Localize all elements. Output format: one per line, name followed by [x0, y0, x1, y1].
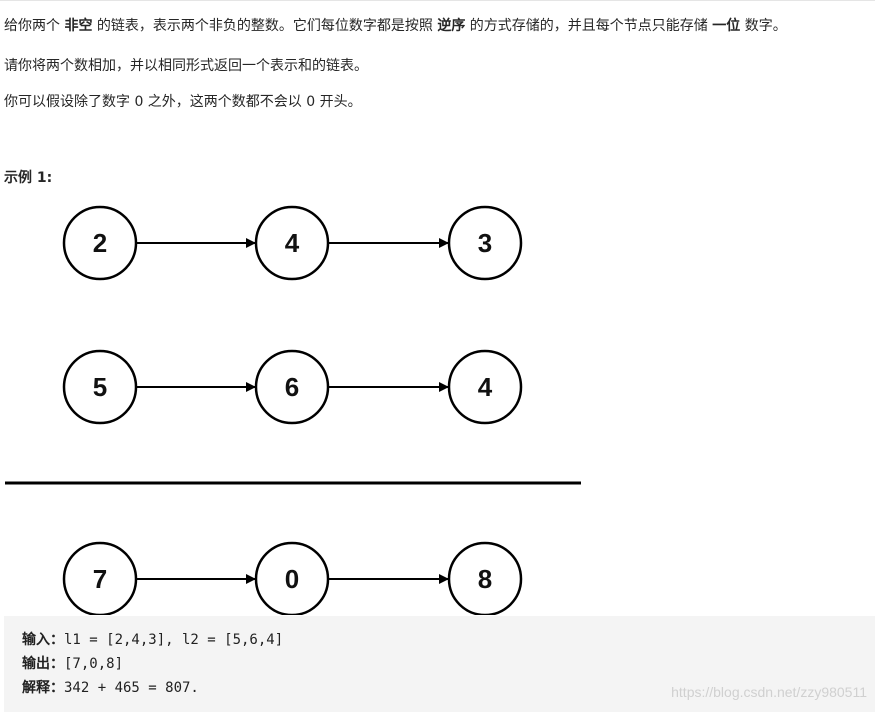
- list-node-circle: [62, 541, 138, 615]
- list-node-value: 3: [478, 228, 492, 258]
- list-node-circle: [447, 349, 523, 425]
- list-node-value: 0: [285, 564, 299, 594]
- output-value: [7,0,8]: [64, 656, 124, 672]
- explanation-value: 342 + 465 = 807.: [64, 680, 199, 696]
- bold-text: 逆序: [437, 18, 466, 34]
- output-label: 输出：: [22, 656, 64, 672]
- output-line: 输出：[7,0,8]: [22, 652, 857, 676]
- text: 的方式存储的，并且每个节点只能存储: [465, 18, 713, 34]
- list-node-value: 7: [93, 564, 107, 594]
- list-node-circle: [447, 541, 523, 615]
- list-node-circle: [254, 205, 330, 281]
- list-node-circle: [254, 541, 330, 615]
- problem-description-3: 你可以假设除了数字 0 之外，这两个数都不会以 0 开头。: [4, 94, 362, 110]
- list-node-value: 2: [93, 228, 107, 258]
- bold-text: 一位: [712, 18, 741, 34]
- list-node-value: 5: [93, 372, 107, 402]
- input-label: 输入：: [22, 632, 64, 648]
- input-line: 输入：l1 = [2,4,3], l2 = [5,6,4]: [22, 628, 857, 652]
- example-title: 示例 1:: [4, 170, 53, 186]
- list-node-circle: [254, 349, 330, 425]
- input-value: l1 = [2,4,3], l2 = [5,6,4]: [64, 632, 284, 648]
- explanation-label: 解释：: [22, 680, 64, 696]
- list-node-value: 4: [478, 372, 493, 402]
- diagram-layer: 2 4 3 5 6 4 7 0 8: [62, 205, 523, 615]
- problem-description-2: 请你将两个数相加，并以相同形式返回一个表示和的链表。: [4, 58, 368, 74]
- explanation-line: 解释：342 + 465 = 807.: [22, 676, 857, 700]
- top-divider: [0, 0, 875, 1]
- text: 的链表，表示两个非负的整数。它们每位数字都是按照: [92, 18, 438, 34]
- list-node-circle: [62, 205, 138, 281]
- list-node-value: 6: [285, 372, 299, 402]
- text: 给你两个: [4, 18, 65, 34]
- example-code-block: 输入：l1 = [2,4,3], l2 = [5,6,4] 输出：[7,0,8]…: [4, 616, 875, 712]
- text: 数字。: [740, 18, 787, 34]
- problem-description-1: 给你两个 非空 的链表，表示两个非负的整数。它们每位数字都是按照 逆序 的方式存…: [4, 16, 787, 36]
- linked-list-diagram: 2 4 3 5 6 4 7 0 8: [5, 205, 581, 615]
- bold-text: 非空: [64, 18, 93, 34]
- list-node-circle: [62, 349, 138, 425]
- list-node-value: 4: [285, 228, 300, 258]
- list-node-value: 8: [478, 564, 492, 594]
- list-node-circle: [447, 205, 523, 281]
- watermark: https://blog.csdn.net/zzy980511: [671, 684, 867, 700]
